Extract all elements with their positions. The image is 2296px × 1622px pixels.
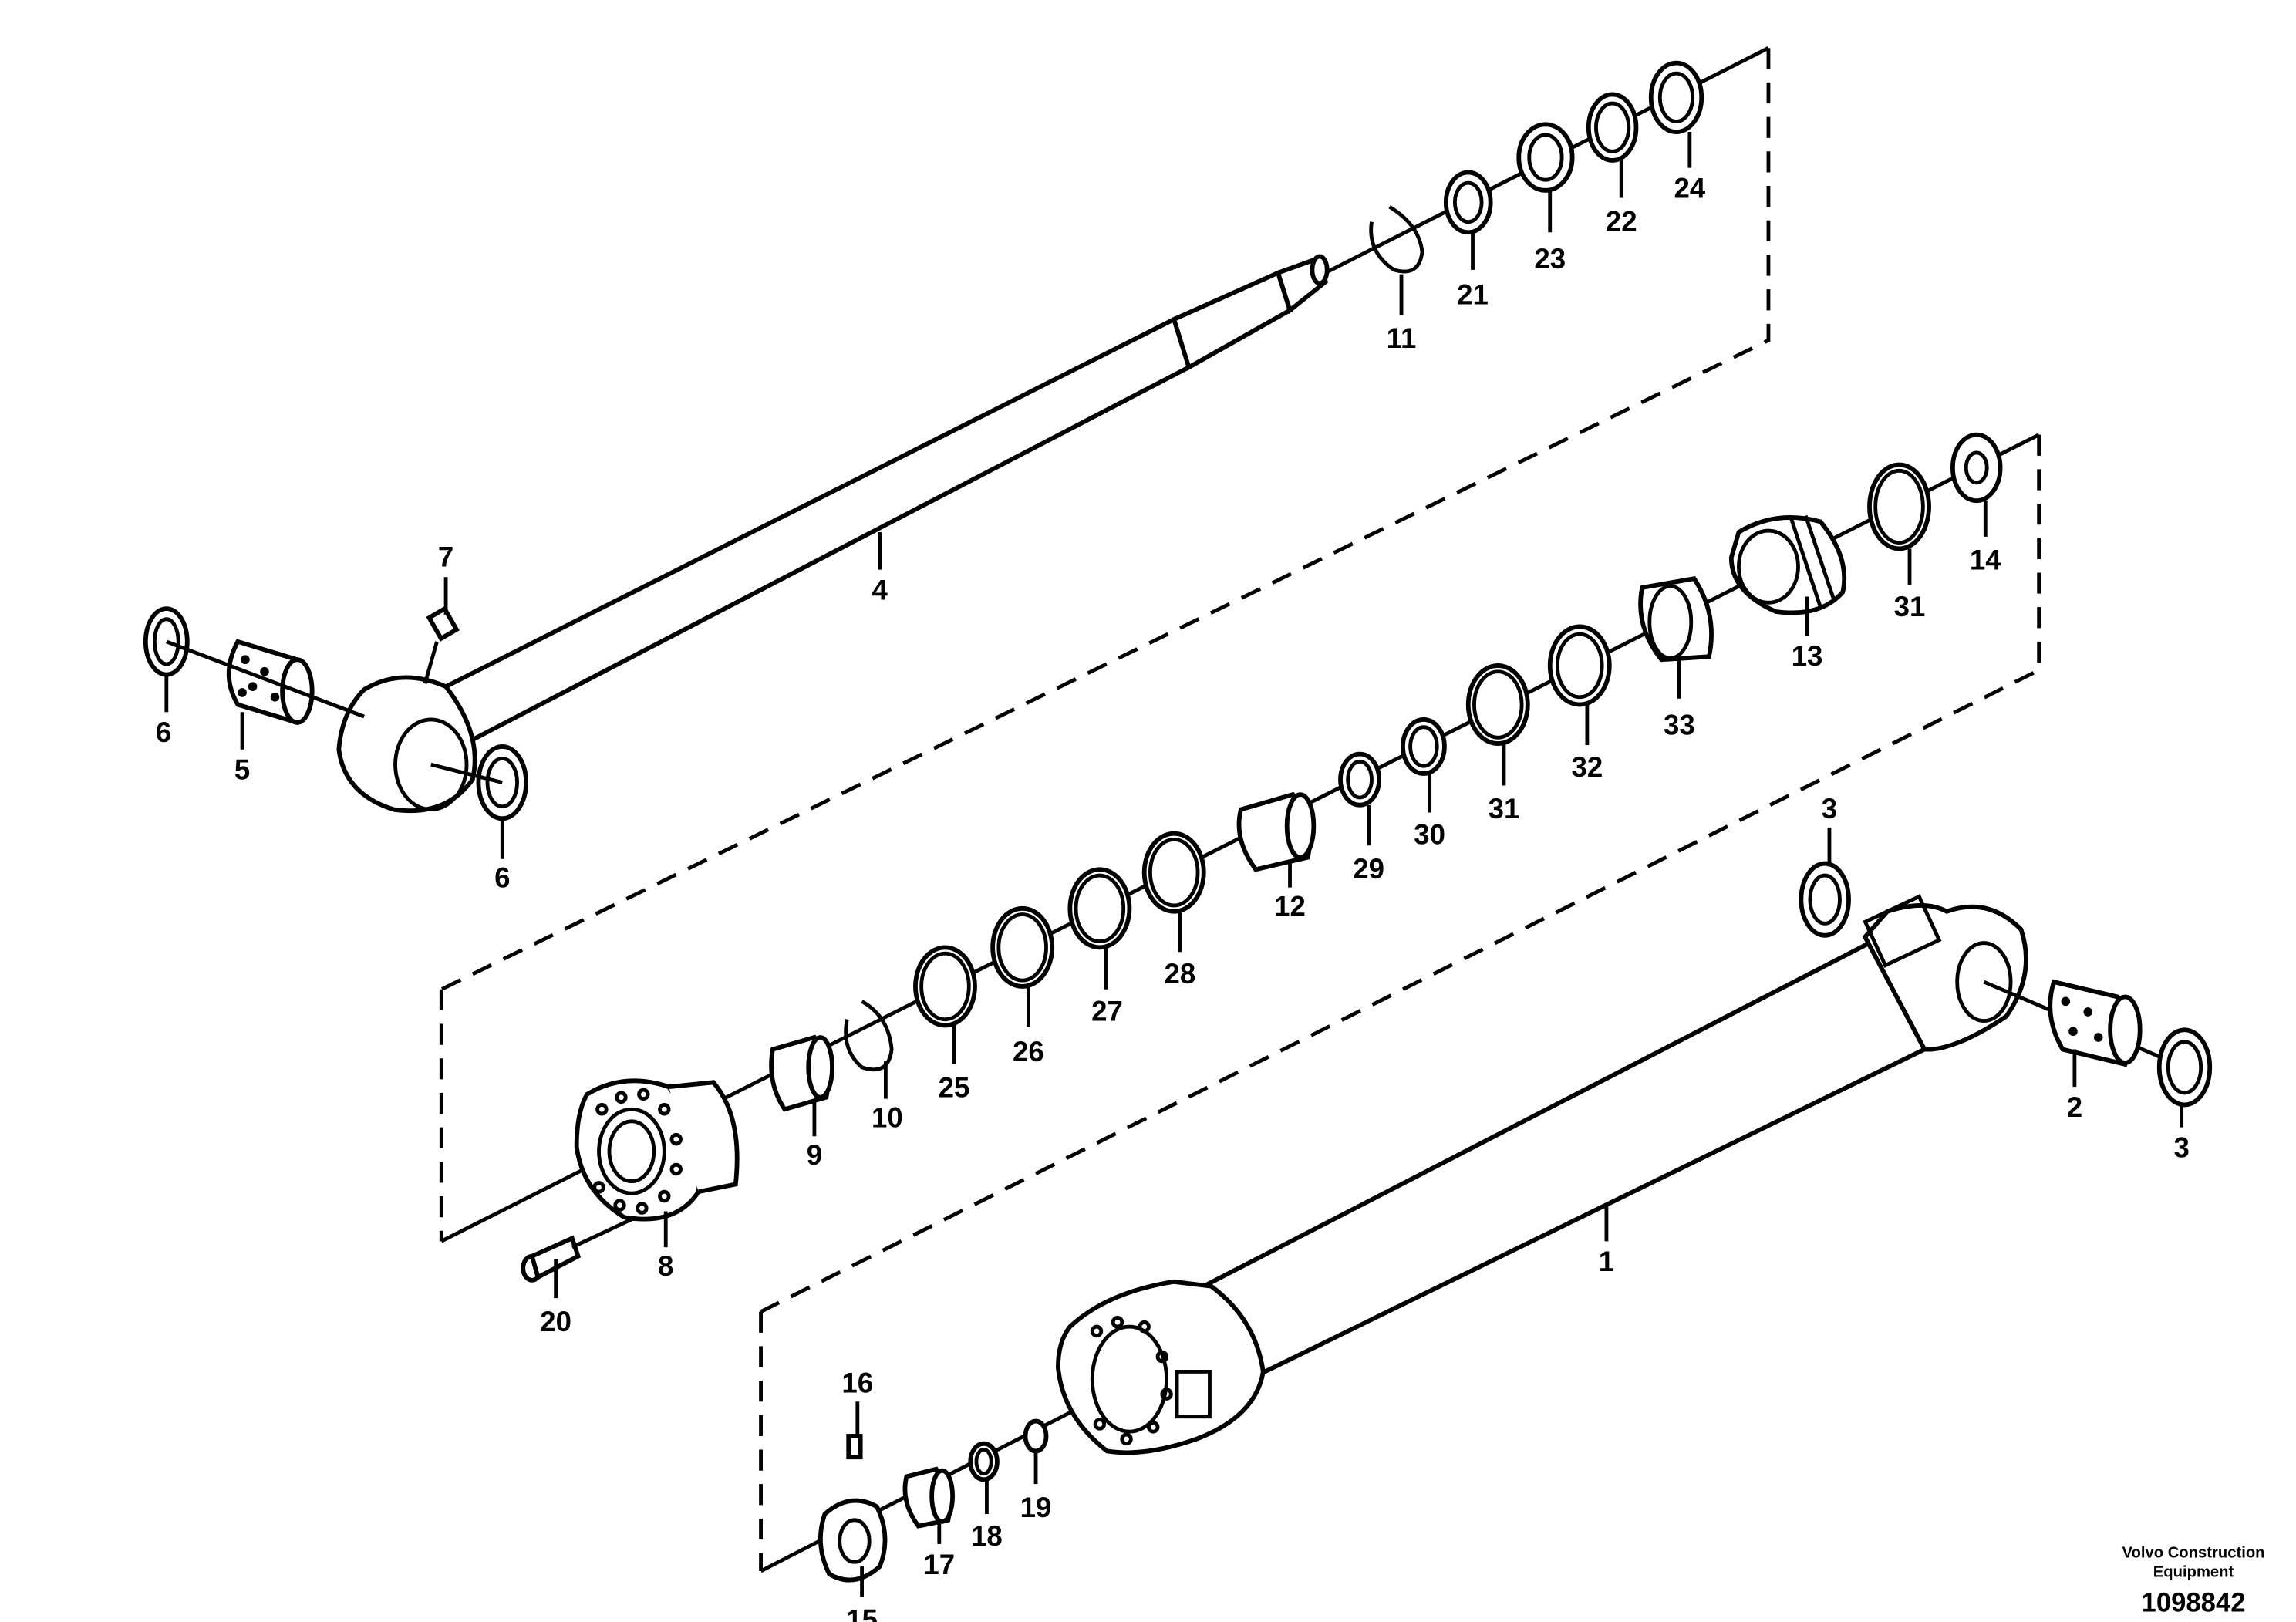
callout-21: 21 [1457, 278, 1489, 310]
callout-15: 15 [846, 1604, 878, 1622]
callout-13: 13 [1792, 640, 1823, 672]
grease-nipple [423, 605, 460, 684]
callout-25: 25 [939, 1072, 970, 1104]
callout-24: 24 [1674, 172, 1705, 204]
washer [1950, 432, 2003, 504]
snap-ring [1369, 205, 1424, 274]
callout-1: 1 [1599, 1246, 1614, 1277]
guide-bushing [769, 1034, 834, 1112]
nut [818, 1498, 888, 1583]
callout-11: 11 [1387, 322, 1417, 354]
brand-line-1: Volvo Construction [2122, 1544, 2265, 1561]
cylinder-tube [1056, 894, 2028, 1455]
piston-rod [443, 254, 1330, 746]
callout-8: 8 [658, 1250, 673, 1282]
bushing-12 [1236, 791, 1317, 872]
callout-17: 17 [923, 1549, 955, 1580]
callout-27: 27 [1091, 995, 1123, 1027]
set-screw [846, 1434, 863, 1460]
seal-27 [1067, 867, 1132, 950]
bushing-rod-end [226, 639, 315, 726]
callout-32: 32 [1572, 751, 1603, 783]
brand-line-2: Equipment [2153, 1564, 2234, 1581]
piston [1728, 514, 1847, 615]
snap-ring-10 [844, 1000, 894, 1072]
callout-28: 28 [1165, 958, 1196, 990]
callout-18: 18 [971, 1520, 1003, 1552]
seal-21 [1443, 170, 1493, 235]
ring-19 [1023, 1418, 1049, 1454]
callout-12: 12 [1274, 890, 1306, 922]
bushing-tube-end [1983, 979, 2186, 1070]
callout-16: 16 [841, 1367, 873, 1398]
callout-2: 2 [2067, 1091, 2082, 1123]
callout-31b: 31 [1894, 591, 1926, 622]
seal-28 [1141, 831, 1206, 914]
seal-31b [1867, 462, 1931, 551]
seal-25 [913, 945, 977, 1028]
rod-eye [336, 675, 477, 814]
callout-5: 5 [234, 754, 250, 786]
piston-head-group [439, 432, 2041, 1313]
callout-33: 33 [1664, 709, 1695, 740]
callout-19: 19 [1020, 1492, 1052, 1523]
callout-3b: 3 [2173, 1131, 2189, 1163]
screw [521, 1216, 637, 1283]
wear-ring-33 [1638, 576, 1714, 663]
callout-9: 9 [807, 1139, 822, 1171]
seal-32 [1547, 624, 1612, 707]
piston-rod-group [143, 46, 1771, 991]
callout-22: 22 [1606, 205, 1637, 237]
callout-7: 7 [438, 541, 453, 573]
seal-26 [990, 905, 1055, 989]
callout-26: 26 [1013, 1036, 1044, 1067]
callout-3a: 3 [1822, 793, 1837, 824]
brand-block: Volvo Construction Equipment 1098842 [2122, 1544, 2265, 1617]
drawing-number: 1098842 [2142, 1587, 2246, 1617]
callout-10: 10 [872, 1101, 903, 1133]
cylinder-head [574, 1078, 740, 1222]
callout-30: 30 [1414, 818, 1445, 850]
cylinder-tube-group [759, 861, 2213, 1583]
callout-4: 4 [872, 574, 888, 605]
callout-labels: 1 2 3 3 4 5 6 6 7 8 9 10 11 12 13 14 15 … [156, 172, 2190, 1622]
callout-31a: 31 [1489, 793, 1520, 824]
callout-20: 20 [540, 1306, 571, 1337]
leader-lines [164, 132, 2184, 1597]
callout-23: 23 [1534, 243, 1566, 275]
piston-group-frame [760, 434, 2041, 1313]
callout-6a: 6 [156, 717, 171, 748]
callout-14: 14 [1970, 544, 2001, 575]
callout-6b: 6 [494, 862, 510, 893]
seal-31a [1465, 663, 1530, 746]
callout-29: 29 [1353, 853, 1384, 885]
cushion-ring [902, 1466, 956, 1529]
rod-group-frame [440, 48, 1771, 991]
